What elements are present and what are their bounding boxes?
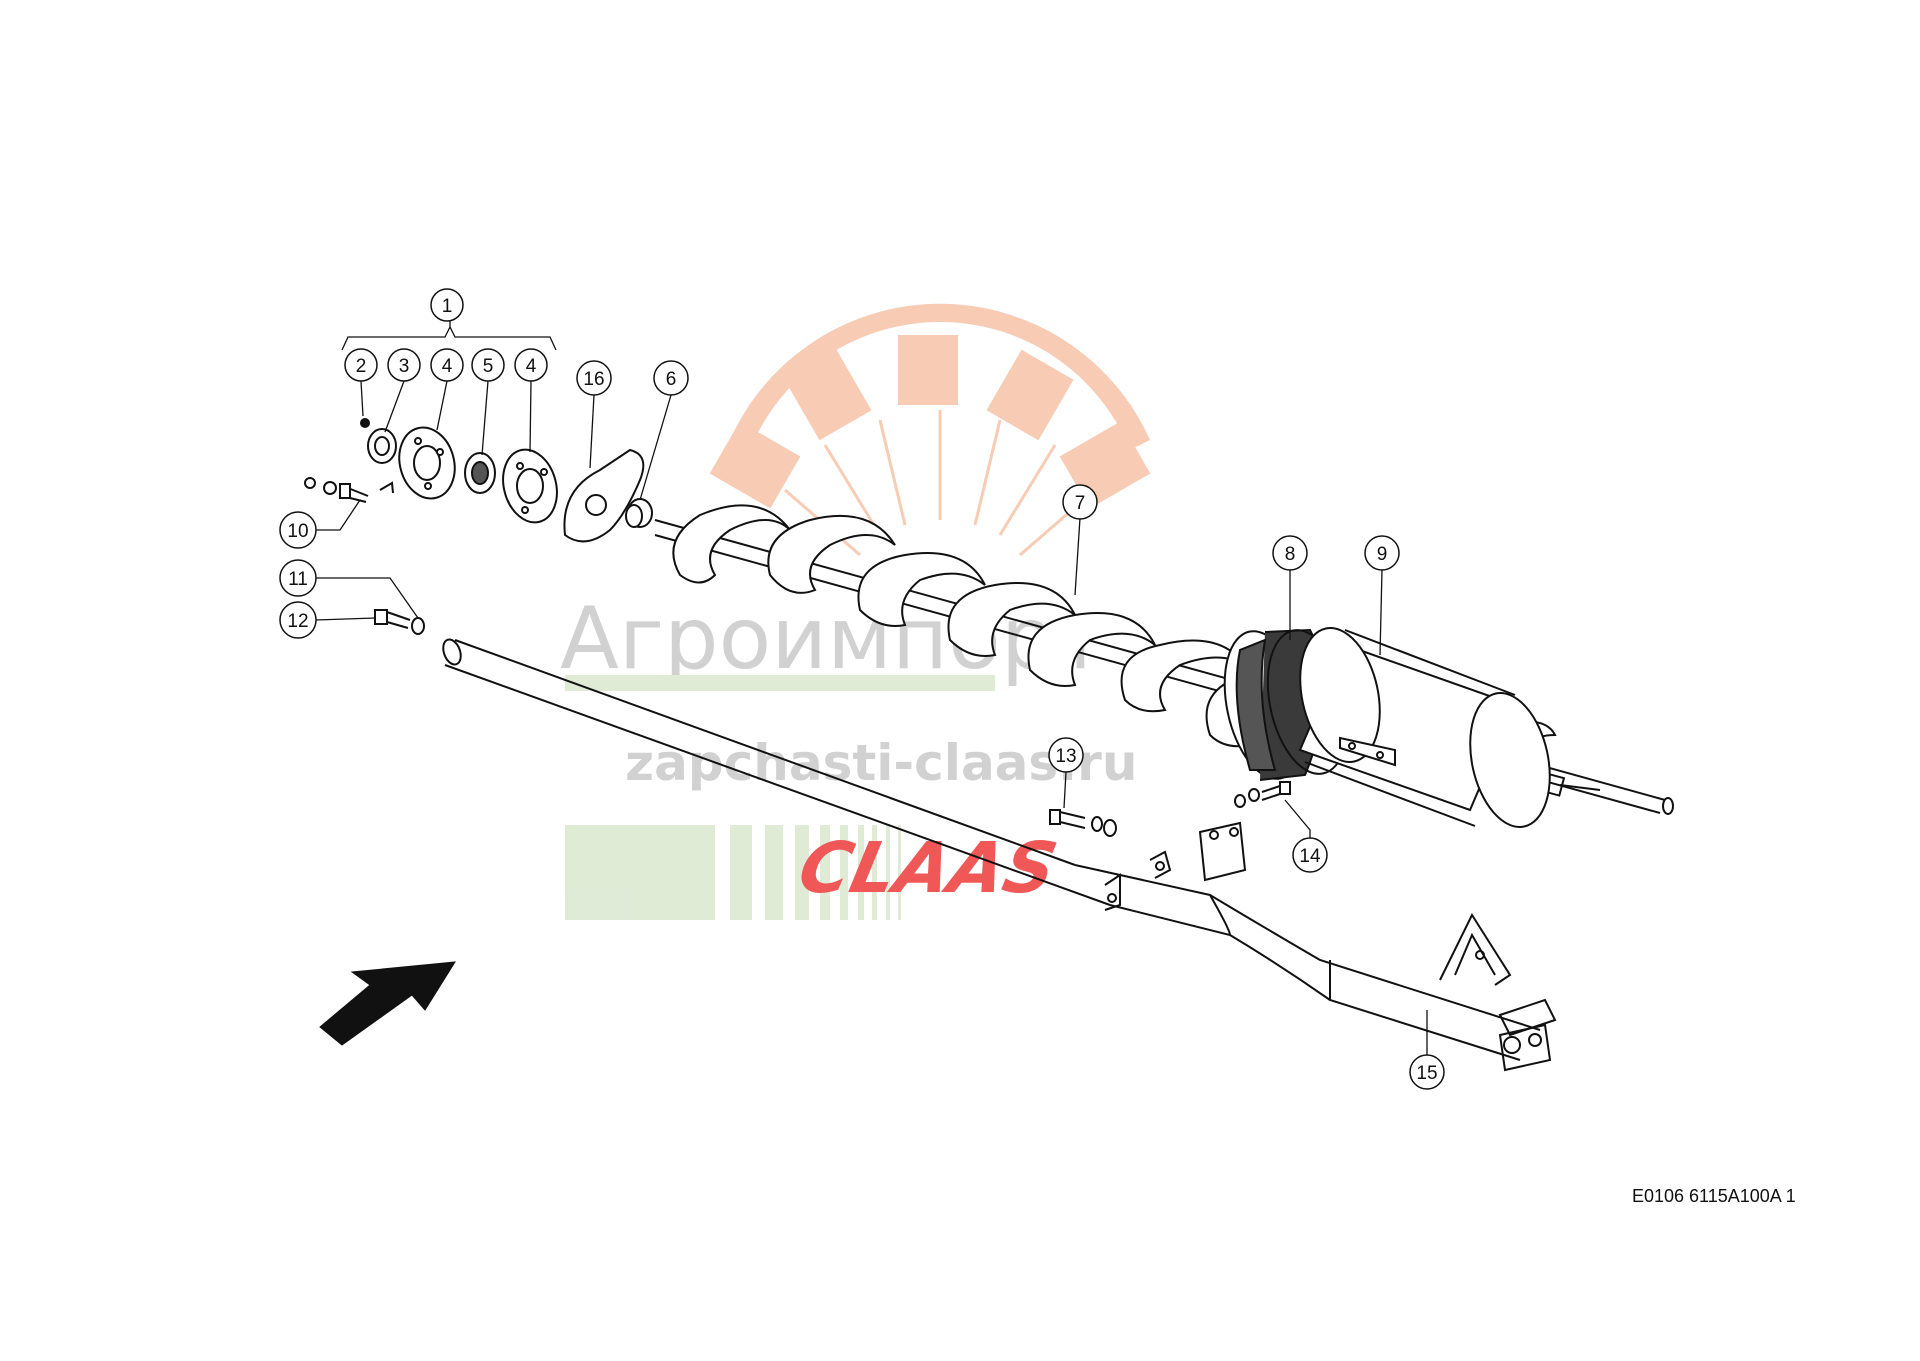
svg-text:7: 7 bbox=[1075, 493, 1086, 514]
svg-text:10: 10 bbox=[287, 521, 308, 542]
document-reference: E0106 6115A100A 1 bbox=[1632, 1186, 1796, 1206]
callout-16: 16 bbox=[576, 360, 612, 396]
arrow-up-right-icon bbox=[319, 961, 456, 1046]
callout-3: 3 bbox=[387, 348, 421, 382]
callout-2: 2 bbox=[344, 348, 378, 382]
callout-14: 14 bbox=[1292, 837, 1328, 873]
svg-text:3: 3 bbox=[399, 356, 410, 377]
svg-text:8: 8 bbox=[1285, 544, 1296, 565]
svg-text:15: 15 bbox=[1416, 1063, 1437, 1084]
callout-4b: 4 bbox=[514, 348, 548, 382]
watermark: Агроимпорт zapchasti-claas.ru CLAAS bbox=[560, 303, 1151, 920]
svg-text:4: 4 bbox=[526, 356, 537, 377]
svg-text:14: 14 bbox=[1299, 846, 1321, 867]
callout-6: 6 bbox=[653, 360, 689, 396]
callouts: 1 2 3 4 5 4 16 6 7 8 9 10 11 12 13 14 15 bbox=[279, 288, 1445, 1090]
callout-11: 11 bbox=[279, 559, 317, 597]
callout-5: 5 bbox=[471, 348, 505, 382]
watermark-underbar bbox=[565, 675, 995, 691]
svg-text:11: 11 bbox=[288, 569, 308, 590]
seal-plate bbox=[563, 448, 645, 543]
callout-15: 15 bbox=[1409, 1054, 1445, 1090]
callout-7: 7 bbox=[1062, 484, 1098, 520]
callout-12: 12 bbox=[279, 601, 317, 639]
svg-text:12: 12 bbox=[287, 611, 308, 632]
watermark-bars bbox=[565, 825, 901, 920]
svg-text:4: 4 bbox=[442, 356, 453, 377]
watermark-brand: CLAAS bbox=[792, 827, 1064, 909]
callout-13: 13 bbox=[1048, 737, 1084, 773]
svg-text:1: 1 bbox=[442, 296, 453, 317]
lower-tube bbox=[442, 638, 1557, 1072]
callout-9: 9 bbox=[1364, 535, 1400, 571]
svg-text:13: 13 bbox=[1055, 746, 1076, 767]
callout-4a: 4 bbox=[430, 348, 464, 382]
auger-cylinder bbox=[1298, 627, 1551, 828]
callout-10: 10 bbox=[279, 511, 317, 549]
small-parts bbox=[304, 418, 1291, 837]
svg-text:16: 16 bbox=[583, 369, 604, 390]
svg-text:5: 5 bbox=[483, 356, 494, 377]
svg-text:9: 9 bbox=[1377, 544, 1388, 565]
callout-1: 1 bbox=[430, 288, 464, 322]
svg-text:6: 6 bbox=[666, 369, 677, 390]
svg-text:2: 2 bbox=[356, 356, 367, 377]
group-bracket bbox=[341, 325, 557, 351]
callout-8: 8 bbox=[1272, 535, 1308, 571]
leader-lines bbox=[315, 320, 1428, 1070]
grease-nipple bbox=[360, 418, 370, 428]
